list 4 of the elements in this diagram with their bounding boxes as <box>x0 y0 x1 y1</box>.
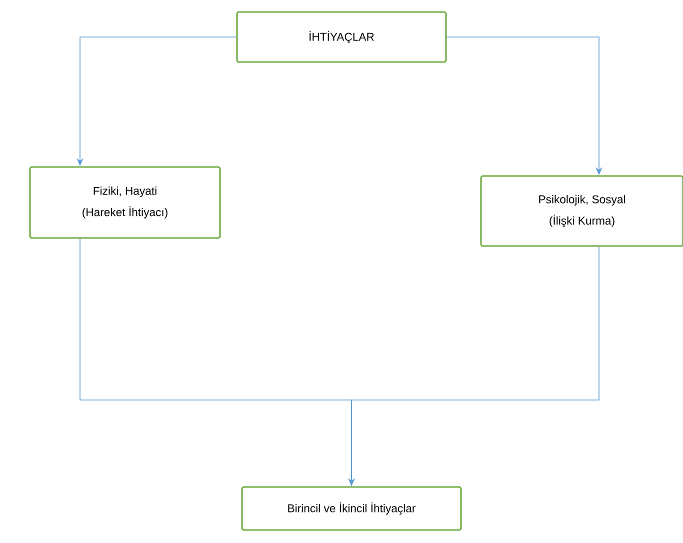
text-box: Birincil ve İkincil İhtiyaçlar <box>241 486 462 531</box>
text-box: Fiziki, Hayati (Hareket İhtiyacı) <box>29 166 221 239</box>
text-box: Psikolojik, Sosyal (İlişki Kurma) <box>480 175 683 247</box>
text-box: İHTİYAÇLAR <box>236 11 447 63</box>
